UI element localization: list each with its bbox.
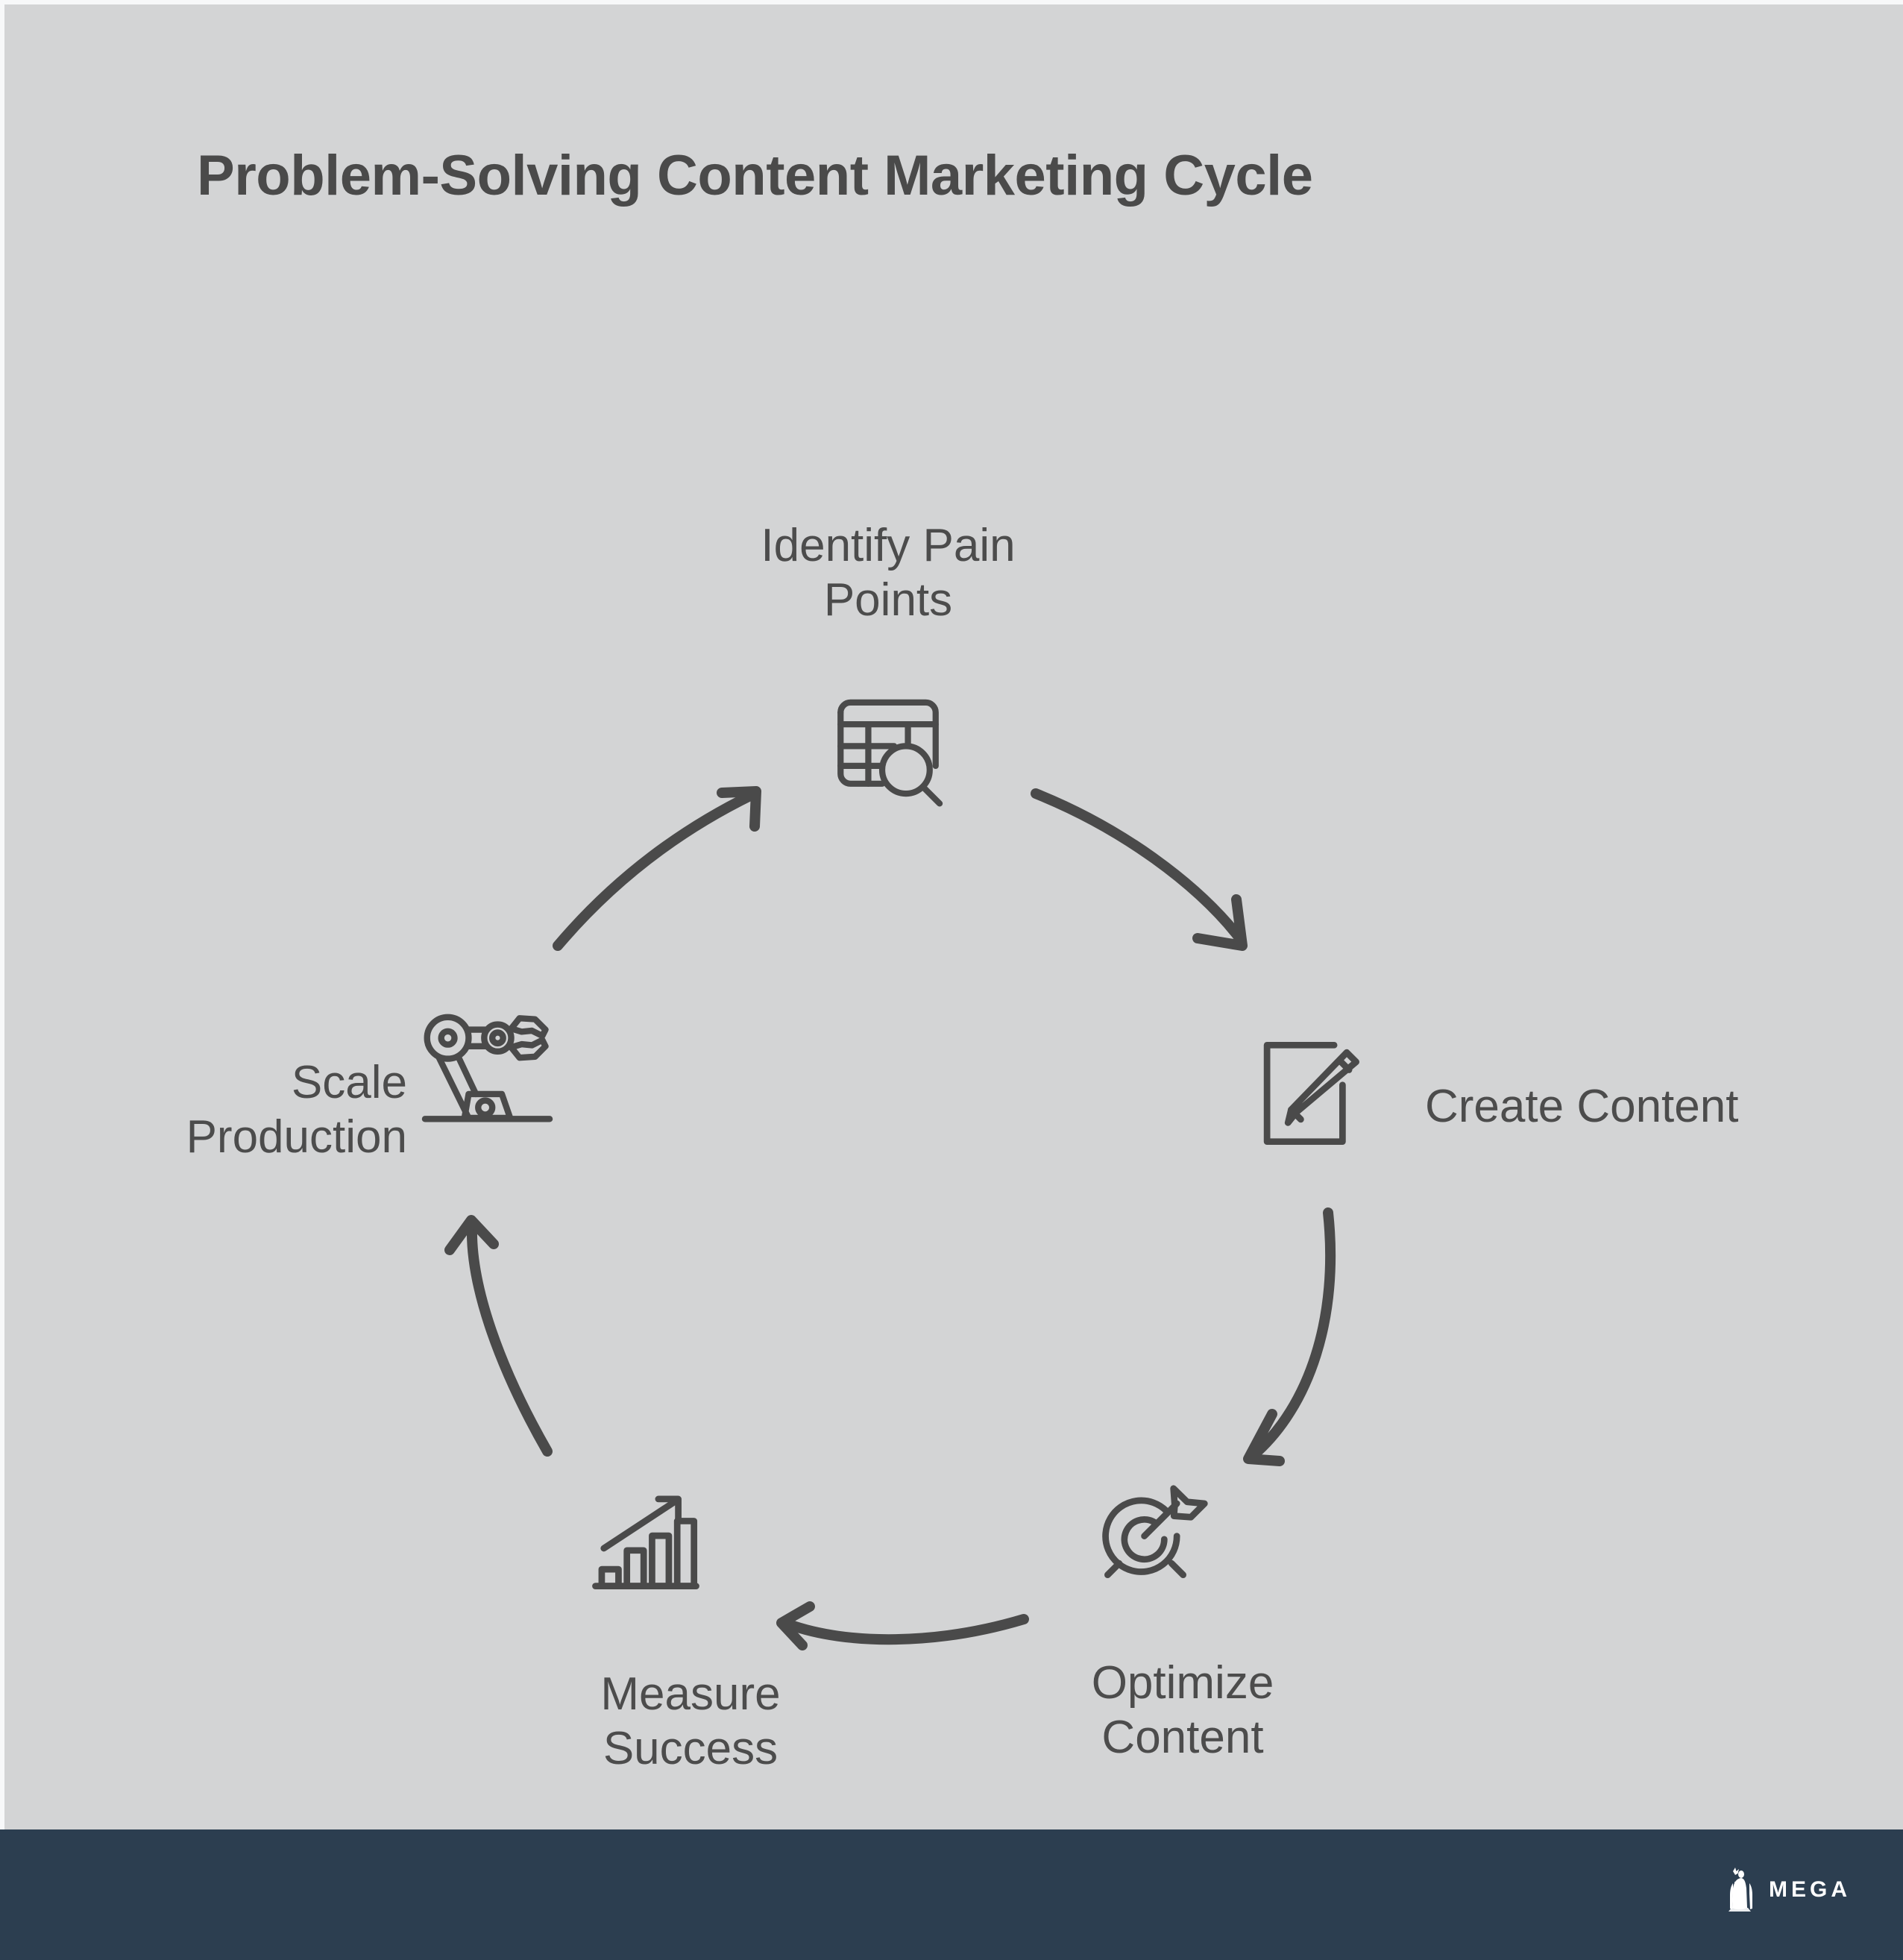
slide-content-area: Problem-Solving Content Marketing Cycle bbox=[4, 4, 1903, 1829]
connector-identify-to-create bbox=[1031, 788, 1248, 951]
connector-optimize-to-measure bbox=[776, 1601, 1029, 1650]
connector-measure-to-scale bbox=[444, 1215, 553, 1457]
pencil-square-icon bbox=[1246, 1026, 1380, 1164]
page-title: Problem-Solving Content Marketing Cycle bbox=[197, 144, 1313, 207]
statue-figure-icon bbox=[1729, 1868, 1752, 1912]
connector-layer bbox=[444, 786, 1336, 1650]
footer-bar: MEGA bbox=[0, 1829, 1903, 1960]
mega-logo-text: MEGA bbox=[1769, 1877, 1851, 1902]
connector-scale-to-identify bbox=[553, 786, 761, 951]
cycle-node-label-measure-success: Measure Success bbox=[600, 1668, 781, 1774]
target-arrow-icon bbox=[1078, 1470, 1212, 1608]
cycle-node-label-create-content: Create Content bbox=[1425, 1081, 1739, 1132]
cycle-node-label-identify-pain-points: Identify Pain Points bbox=[761, 520, 1016, 626]
cycle-node-label-scale-production: Scale Production bbox=[186, 1057, 407, 1163]
table-search-icon bbox=[825, 685, 952, 815]
cycle-node-label-optimize-content: Optimize Content bbox=[1091, 1657, 1274, 1763]
mega-logo: MEGA bbox=[1724, 1867, 1851, 1913]
growth-bar-chart-icon bbox=[579, 1481, 713, 1619]
robotic-arm-icon bbox=[415, 1004, 560, 1138]
cycle-diagram: Identify Pain Points bbox=[4, 4, 1903, 1829]
connector-create-to-optimize bbox=[1243, 1207, 1336, 1466]
